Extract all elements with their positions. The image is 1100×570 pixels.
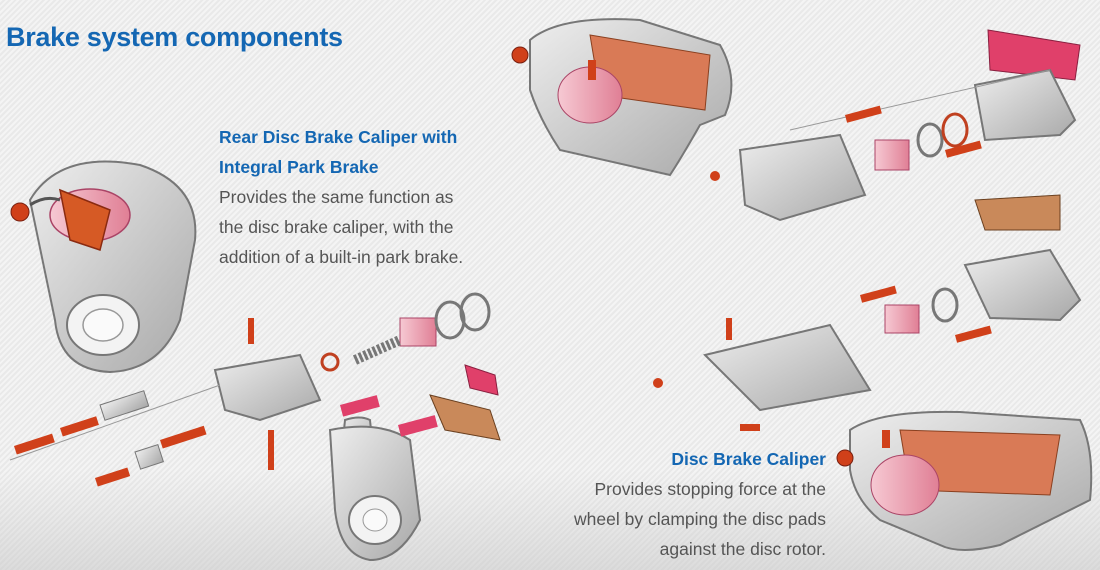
rear-caliper-title-line1: Rear Disc Brake Caliper with [219,127,458,147]
rear-caliper-callout: Rear Disc Brake Caliper with Integral Pa… [219,122,509,272]
page-title: Brake system components [6,22,343,52]
disc-caliper-title: Disc Brake Caliper [671,449,826,469]
rear-caliper-title-line2: Integral Park Brake [219,157,379,177]
rear-caliper-desc-line1: Provides the same function as [219,187,454,207]
disc-caliper-exploded-illustration [653,68,1082,431]
disc-caliper-desc-line1: Provides stopping force at the [594,479,826,499]
rear-caliper-exploded-illustration [9,292,501,562]
rear-caliper-assembly-illustration [10,160,197,374]
rear-caliper-desc-line2: the disc brake caliper, with the [219,217,454,237]
disc-caliper-callout: Disc Brake Caliper Provides stopping for… [526,444,826,564]
disc-caliper-desc-line2: wheel by clamping the disc pads [574,509,826,529]
rear-caliper-desc-line3: addition of a built-in park brake. [219,247,464,267]
disc-caliper-bottom-assembly-illustration [836,410,1093,551]
disc-caliper-assembly-illustration [511,18,1081,177]
disc-caliper-desc-line3: against the disc rotor. [659,539,826,559]
